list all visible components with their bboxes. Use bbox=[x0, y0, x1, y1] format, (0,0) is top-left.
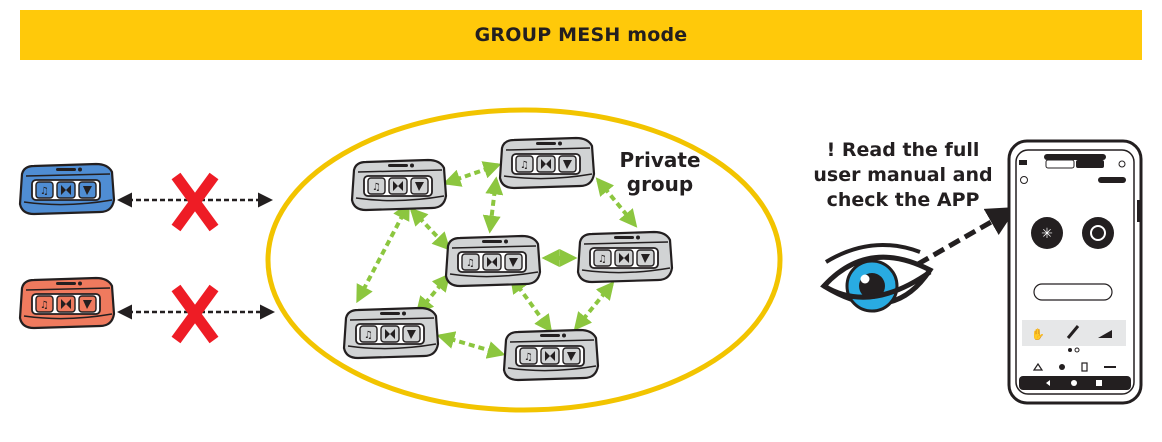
private-group-ellipse bbox=[265, 107, 783, 413]
mesh-link bbox=[415, 273, 451, 315]
manual-note-line2: user manual and bbox=[813, 164, 993, 186]
mesh-link bbox=[509, 275, 553, 333]
blue-intercom-icon bbox=[18, 162, 116, 216]
look-arrow bbox=[916, 207, 1018, 267]
intercom-unit-icon bbox=[350, 158, 448, 212]
manual-note: ! Read the full user manual and check th… bbox=[808, 138, 998, 213]
mesh-link bbox=[482, 176, 504, 234]
intercom-unit-icon bbox=[342, 306, 440, 360]
mesh-links bbox=[356, 161, 638, 359]
intercom-unit-icon bbox=[576, 230, 674, 284]
manual-note-line3: check the APP bbox=[826, 189, 980, 211]
intercom-unit-icon bbox=[444, 234, 542, 288]
cross-icon bbox=[171, 172, 219, 232]
intercom-unit-icon bbox=[498, 136, 596, 190]
mesh-link bbox=[442, 161, 502, 187]
title-banner: GROUP MESH mode bbox=[20, 10, 1142, 60]
smartphone-icon: ✳ ✋ bbox=[1007, 139, 1143, 405]
private-group-label-line1: Private bbox=[619, 148, 701, 172]
svg-text:✋: ✋ bbox=[1031, 328, 1045, 341]
cross-icon bbox=[171, 284, 219, 344]
private-group-label-line2: group bbox=[626, 172, 694, 196]
eye-icon bbox=[820, 242, 934, 313]
banner-title: GROUP MESH mode bbox=[474, 24, 688, 46]
mesh-link bbox=[409, 207, 451, 251]
mesh-link bbox=[356, 201, 410, 304]
mesh-link bbox=[573, 281, 615, 331]
intercom-unit-icon bbox=[502, 328, 600, 382]
mesh-link bbox=[436, 331, 506, 359]
manual-note-line1: ! Read the full bbox=[826, 139, 980, 161]
red-intercom-icon bbox=[18, 276, 116, 330]
svg-text:✳: ✳ bbox=[1041, 226, 1053, 242]
private-group-label: Private group bbox=[610, 148, 710, 196]
